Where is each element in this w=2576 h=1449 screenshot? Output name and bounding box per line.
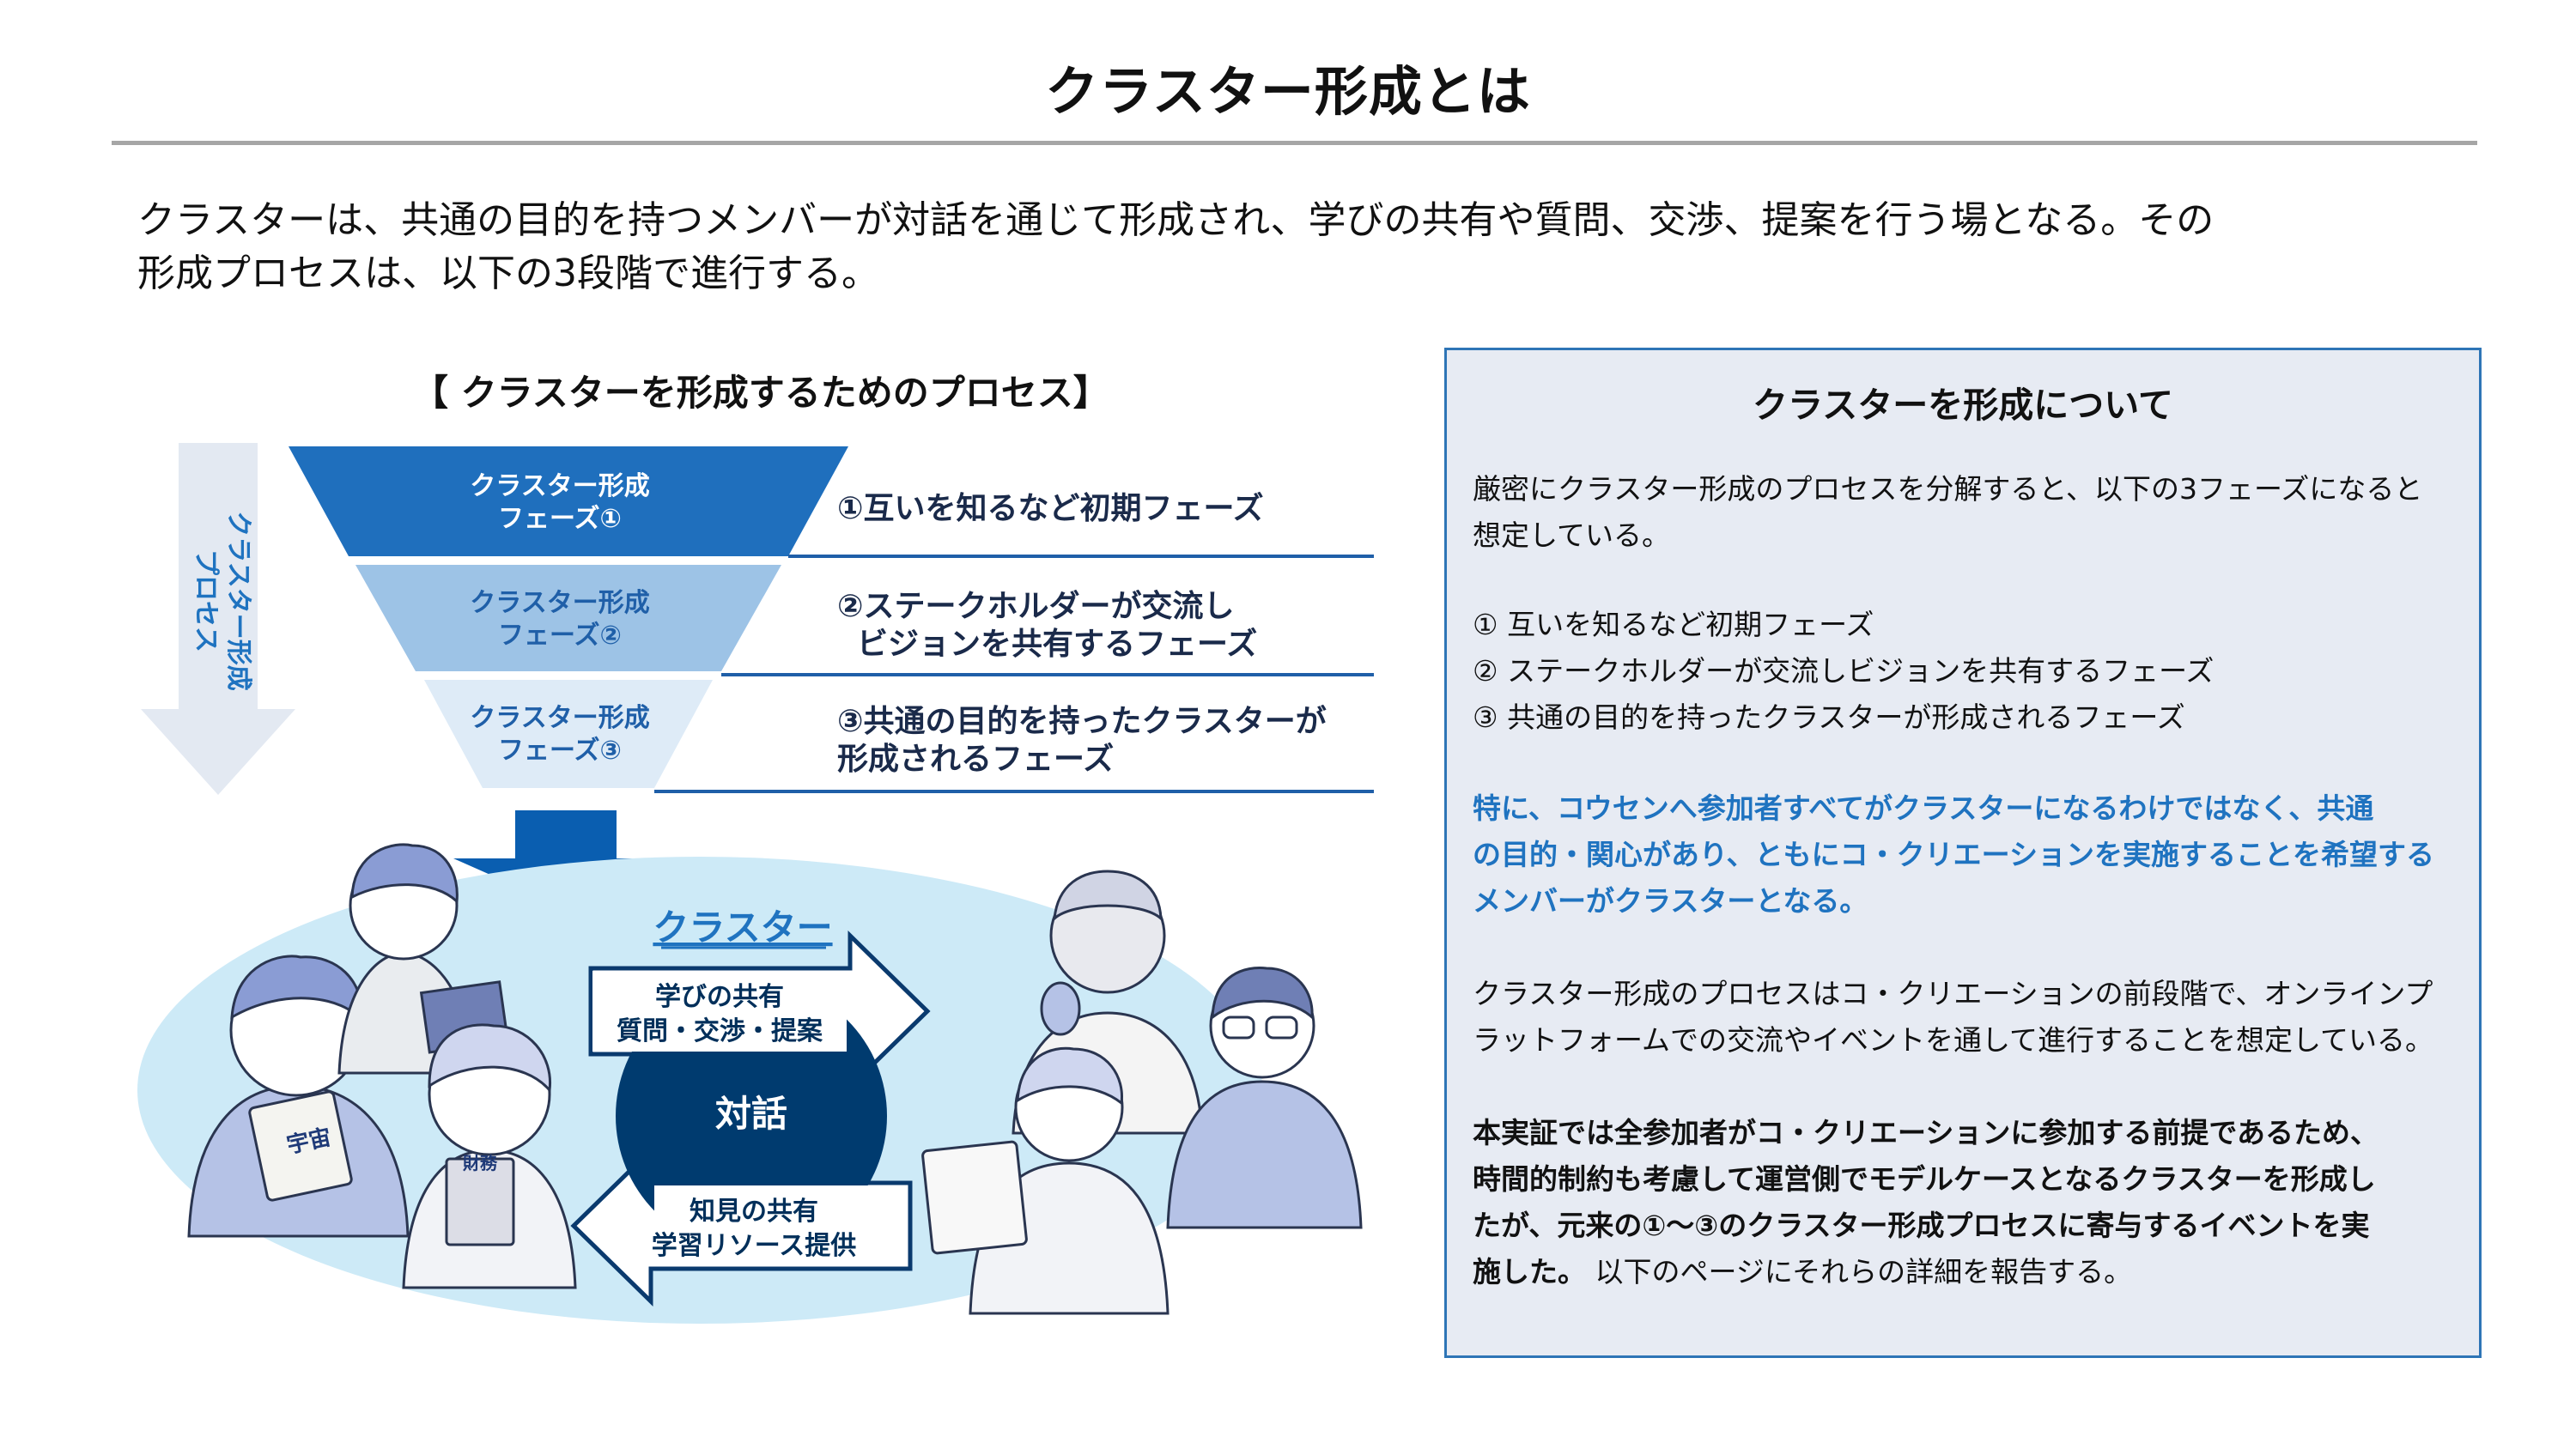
hoodie-person-illustration [1166, 967, 1363, 1229]
phase-3-funnel [424, 680, 713, 788]
intro-line-1: クラスターは、共通の目的を持つメンバーが対話を通じて形成され、学びの共有や質問、… [137, 198, 2215, 242]
info-paragraph3-line-3: たが、元来の①～③のクラスター形成プロセスに寄与するイベントを実 [1473, 1209, 2370, 1242]
info-phase-3: ③ 共通の目的を持ったクラスターが形成されるフェーズ [1473, 700, 2185, 734]
phase-1-description: ①互いを知るなど初期フェーズ [837, 490, 1264, 526]
phase-1-label-1: クラスター形成 [470, 471, 649, 501]
phase-3-label-1: クラスター形成 [470, 703, 649, 733]
info-box-title: クラスターを形成について [1753, 385, 2173, 426]
left-arrow-text-1: 知見の共有 [690, 1197, 818, 1227]
process-down-arrow [141, 443, 295, 795]
phase-2-funnel [355, 565, 781, 671]
phase-2-label-2: フェーズ② [498, 621, 622, 651]
right-arrow-text-1: 学びの共有 [655, 982, 784, 1012]
info-phase-2: ② ステークホルダーが交流しビジョンを共有するフェーズ [1473, 654, 2215, 688]
info-highlight-line-1: 特に、コウセンへ参加者すべてがクラスターになるわけではなく、共通 [1473, 791, 2374, 825]
info-paragraph2-line-1: クラスター形成のプロセスはコ・クリエーションの前段階で、オンラインプ [1473, 977, 2433, 1010]
intro-line-2: 形成プロセスは、以下の3段階で進行する。 [137, 252, 879, 295]
side-arrow-label-1: クラスター形成 [223, 511, 253, 690]
info-paragraph3-line-1: 本実証では全参加者がコ・クリエーションに参加する前提であるため、 [1473, 1116, 2379, 1149]
phase-1-funnel [289, 446, 848, 556]
phase-1-label-2: フェーズ① [498, 504, 622, 534]
info-paragraph3-last-normal: 以下のページにそれらの詳細を報告する。 [1595, 1255, 2133, 1288]
info-highlight-line-3: メンバーがクラスターとなる。 [1473, 884, 1868, 918]
side-arrow-label-2: プロセス [191, 549, 221, 652]
info-highlight-line-2: の目的・関心があり、ともにコ・クリエーションを実施することを希望する [1473, 838, 2435, 871]
title-divider [112, 141, 2477, 145]
student-girl-book-illustration [402, 1023, 577, 1289]
diagram-title: 【 クラスターを形成するためのプロセス】 [412, 372, 1109, 414]
left-arrow-text-2: 学習リソース提供 [652, 1231, 857, 1261]
cluster-info-box: クラスターを形成について 厳密にクラスター形成のプロセスを分解すると、以下の3フ… [1444, 348, 2482, 1358]
student-girl-laptop-illustration [337, 843, 510, 1075]
woman-illustration [921, 1046, 1170, 1315]
dialogue-label: 対話 [715, 1093, 787, 1135]
cluster-process-diagram: 【 クラスターを形成するためのプロセス】 クラスター形成 プロセス クラスター形… [137, 372, 1374, 1324]
page-title: クラスター形成とは [1045, 60, 1531, 123]
info-paragraph2-line-2: ラットフォームでの交流やイベントを通して進行することを想定している。 [1473, 1023, 2434, 1057]
info-phase-1: ① 互いを知るなど初期フェーズ [1473, 608, 1874, 641]
info-paragraph3-line-4: 施した。 以下のページにそれらの詳細を報告する。 [1473, 1255, 2132, 1289]
info-paragraph3-line-2: 時間的制約も考慮して運営側でモデルケースとなるクラスターを形成し [1473, 1162, 2376, 1196]
phase-3-description-1: ③共通の目的を持ったクラスターが [837, 704, 1327, 739]
book-label-finance: 財務 [463, 1153, 498, 1173]
student-boy-illustration [187, 955, 410, 1238]
left-arrow-text-bg [654, 1185, 908, 1266]
phase-2-label-1: クラスター形成 [470, 588, 649, 618]
funnel-output-arrow [453, 810, 678, 908]
phase-3-label-2: フェーズ③ [498, 736, 622, 766]
phase-2-description-1: ②ステークホルダーが交流し [837, 588, 1234, 624]
info-paragraph3-last-bold: 施した。 [1473, 1255, 1586, 1288]
right-arrow-text-bg [592, 971, 847, 1052]
right-arrow-text-2: 質問・交渉・提案 [617, 1016, 823, 1046]
info-paragraph1-line-2: 想定している。 [1473, 518, 1671, 552]
phase-2-description-2: ビジョンを共有するフェーズ [857, 626, 1257, 662]
phase-3-description-2: 形成されるフェーズ [837, 741, 1114, 777]
info-paragraph1-line-1: 厳密にクラスター形成のプロセスを分解すると、以下の3フェーズになると [1473, 472, 2423, 506]
cluster-label: クラスター [653, 906, 832, 949]
